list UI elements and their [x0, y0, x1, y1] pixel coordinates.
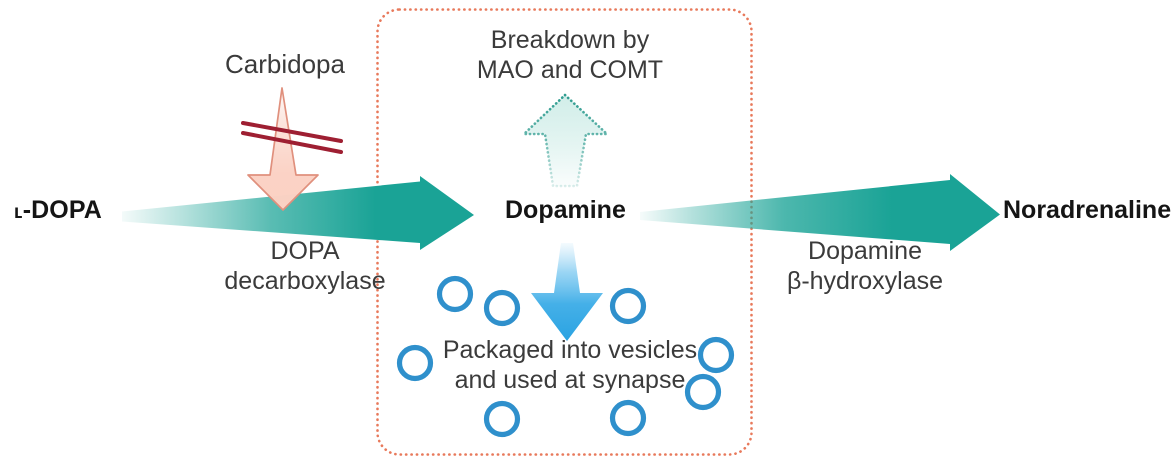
- vesicle: [483, 289, 521, 327]
- vesicle: [436, 275, 474, 313]
- arrow-dopamine-to-noradrenaline: [640, 174, 1000, 251]
- vesicle: [609, 399, 647, 437]
- inhibition-mark-2: [241, 131, 343, 154]
- vesicle: [609, 287, 647, 325]
- arrow-carbidopa-inhibition: [247, 87, 319, 211]
- arrow-packaged-into-vesicles: [531, 243, 603, 341]
- vesicle: [697, 336, 735, 374]
- vesicle: [483, 400, 521, 438]
- arrow-ldopa-to-dopamine: [122, 176, 474, 250]
- inhibition-mark-1: [241, 121, 343, 143]
- arrow-breakdown-mao-comt: [522, 93, 609, 188]
- vesicle: [396, 344, 434, 382]
- vesicle: [684, 373, 722, 411]
